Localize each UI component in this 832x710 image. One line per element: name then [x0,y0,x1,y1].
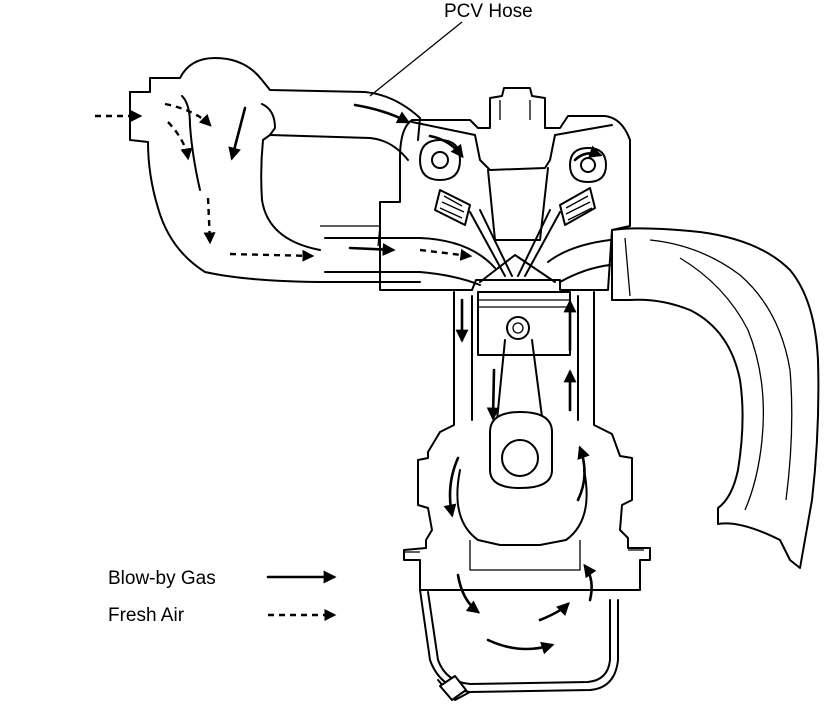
blowby-gas-flow [228,103,603,655]
legend-blowby-label: Blow-by Gas [108,568,216,589]
fresh-air-flow [95,102,473,262]
cylinder-block [403,291,651,591]
cylinder-head [324,87,631,291]
exhaust-manifold [611,227,820,569]
pcv-hose-label: PCV Hose [444,1,533,22]
legend-fresh-air-label: Fresh Air [108,605,185,626]
pcv-hose-leader [369,21,463,97]
oil-pan [404,549,644,701]
legend: Blow-by Gas Fresh Air [108,568,337,626]
